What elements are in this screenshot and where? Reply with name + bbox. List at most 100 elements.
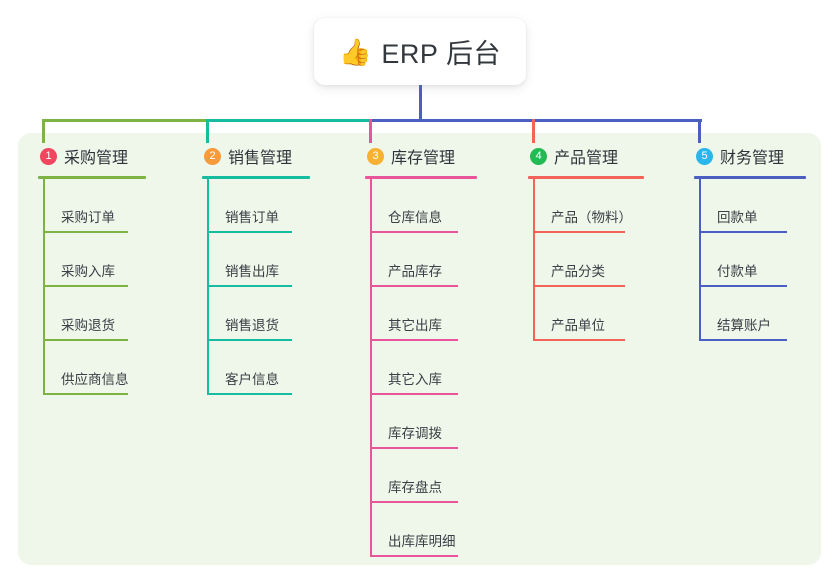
leaf-item-underline (370, 285, 458, 287)
leaf-item-label: 其它出库 (388, 318, 442, 333)
leaf-item-underline (699, 339, 787, 341)
leaf-item-underline (533, 339, 625, 341)
leaf-list: 采购订单采购入库采购退货供应商信息 (38, 179, 188, 395)
leaf-item-label: 库存调拨 (388, 426, 442, 441)
leaf-item-underline (370, 231, 458, 233)
leaf-item[interactable]: 结算账户 (694, 287, 824, 341)
diagram-background-panel (18, 133, 821, 565)
leaf-list: 仓库信息产品库存其它出库其它入库库存调拨库存盘点出库库明细 (365, 179, 515, 557)
leaf-list: 销售订单销售出库销售退货客户信息 (202, 179, 352, 395)
leaf-item[interactable]: 采购订单 (38, 179, 188, 233)
branch-title: 库存管理 (391, 150, 456, 167)
leaf-item[interactable]: 产品库存 (365, 233, 515, 287)
leaf-item-underline (43, 231, 128, 233)
branch-column-5: 5 财务管理回款单付款单结算账户 (694, 143, 824, 341)
branch-number-badge: 4 (530, 147, 547, 165)
root-stem-connector (419, 85, 422, 122)
leaf-item[interactable]: 付款单 (694, 233, 824, 287)
leaf-item-label: 采购订单 (61, 210, 115, 225)
leaf-item-label: 产品库存 (388, 264, 442, 279)
leaf-item[interactable]: 供应商信息 (38, 341, 188, 395)
leaf-item[interactable]: 客户信息 (202, 341, 352, 395)
branch-number-badge: 5 (696, 147, 713, 165)
branch-header-1[interactable]: 1 采购管理 (38, 143, 188, 169)
leaf-item-label: 采购入库 (61, 264, 115, 279)
leaf-item-underline (533, 231, 625, 233)
leaf-spine (699, 179, 701, 341)
leaf-item-underline (207, 393, 292, 395)
branch-header-3[interactable]: 3 库存管理 (365, 143, 515, 169)
leaf-spine (43, 179, 45, 395)
leaf-item[interactable]: 出库库明细 (365, 503, 515, 557)
leaf-item[interactable]: 销售订单 (202, 179, 352, 233)
branch-header-underline (202, 176, 310, 179)
leaf-item-underline (43, 285, 128, 287)
leaf-item-label: 仓库信息 (388, 210, 442, 225)
branch-drop-connector-3 (369, 119, 372, 143)
leaf-item[interactable]: 回款单 (694, 179, 824, 233)
branch-title: 产品管理 (554, 150, 619, 167)
leaf-item-label: 产品（物料） (551, 210, 632, 225)
leaf-item-underline (699, 285, 787, 287)
leaf-item[interactable]: 产品分类 (528, 233, 678, 287)
leaf-item-underline (370, 393, 458, 395)
leaf-item-label: 供应商信息 (61, 372, 129, 387)
branch-number-badge: 1 (40, 147, 57, 165)
bus-segment-3 (369, 119, 702, 122)
root-node[interactable]: 👍 ERP 后台 (314, 18, 526, 85)
leaf-item-underline (43, 393, 128, 395)
branch-drop-connector-5 (698, 119, 701, 143)
leaf-item[interactable]: 销售退货 (202, 287, 352, 341)
leaf-item[interactable]: 仓库信息 (365, 179, 515, 233)
leaf-item[interactable]: 其它入库 (365, 341, 515, 395)
leaf-item-label: 库存盘点 (388, 480, 442, 495)
leaf-item-underline (207, 231, 292, 233)
leaf-item-label: 销售出库 (225, 264, 279, 279)
leaf-item-underline (370, 447, 458, 449)
leaf-item-label: 销售订单 (225, 210, 279, 225)
branch-column-4: 4 产品管理产品（物料） 产品分类产品单位 (528, 143, 678, 341)
leaf-item-underline (370, 339, 458, 341)
leaf-item-label: 其它入库 (388, 372, 442, 387)
branch-number-badge: 2 (204, 147, 221, 165)
leaf-spine (370, 179, 372, 557)
leaf-item-label: 客户信息 (225, 372, 279, 387)
leaf-item[interactable]: 采购入库 (38, 233, 188, 287)
leaf-item-underline (370, 501, 458, 503)
branch-drop-connector-1 (42, 119, 45, 143)
root-title: ERP 后台 (381, 39, 501, 69)
leaf-spine (207, 179, 209, 395)
leaf-item-label: 结算账户 (717, 318, 771, 333)
leaf-spine (533, 179, 535, 341)
leaf-item-underline (207, 339, 292, 341)
leaf-item-label: 销售退货 (225, 318, 279, 333)
leaf-item-underline (533, 285, 625, 287)
leaf-item-label: 采购退货 (61, 318, 115, 333)
branch-header-4[interactable]: 4 产品管理 (528, 143, 678, 169)
branch-title: 财务管理 (720, 150, 785, 167)
leaf-item[interactable]: 产品（物料） (528, 179, 678, 233)
branch-number-badge: 3 (367, 147, 384, 165)
leaf-item[interactable]: 产品单位 (528, 287, 678, 341)
leaf-item-label: 回款单 (717, 210, 758, 225)
branch-header-5[interactable]: 5 财务管理 (694, 143, 824, 169)
branch-header-underline (694, 176, 806, 179)
branch-column-1: 1 采购管理采购订单采购入库采购退货供应商信息 (38, 143, 188, 395)
branch-header-underline (528, 176, 644, 179)
leaf-item[interactable]: 其它出库 (365, 287, 515, 341)
leaf-item-label: 产品单位 (551, 318, 605, 333)
bus-segment-2 (206, 119, 371, 122)
leaf-item[interactable]: 库存盘点 (365, 449, 515, 503)
leaf-item-label: 产品分类 (551, 264, 605, 279)
leaf-item[interactable]: 销售出库 (202, 233, 352, 287)
branch-column-3: 3 库存管理仓库信息产品库存其它出库其它入库库存调拨库存盘点出库库明细 (365, 143, 515, 557)
leaf-item[interactable]: 采购退货 (38, 287, 188, 341)
leaf-list: 产品（物料） 产品分类产品单位 (528, 179, 678, 341)
leaf-item[interactable]: 库存调拨 (365, 395, 515, 449)
branch-drop-connector-2 (206, 119, 209, 143)
leaf-item-label: 付款单 (717, 264, 758, 279)
branch-title: 采购管理 (64, 150, 129, 167)
